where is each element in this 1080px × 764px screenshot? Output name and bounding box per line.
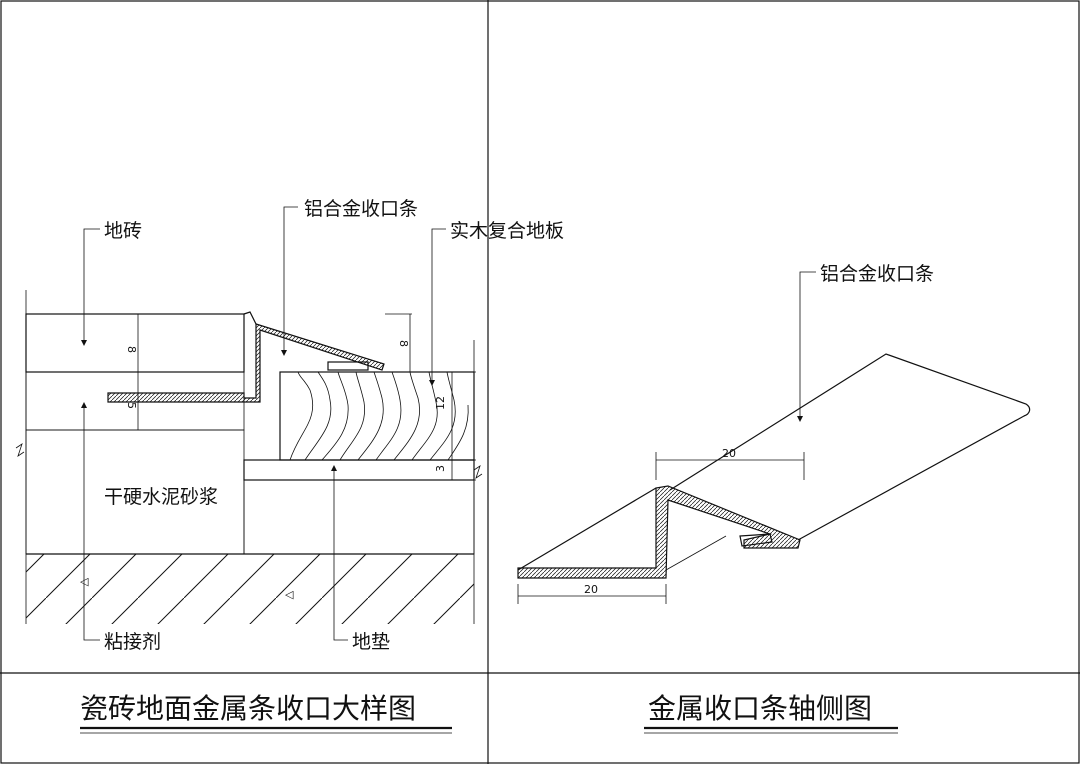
label-underlay: 地垫 <box>352 631 390 653</box>
dim-tile: 8 <box>125 346 138 353</box>
label-trim: 铝合金收口条 <box>304 198 418 220</box>
dim-top-width: 20 <box>722 447 736 460</box>
mortar-bed-right <box>243 479 475 555</box>
right-title: 金属收口条轴侧图 <box>648 692 872 725</box>
trim-clip <box>327 361 369 371</box>
break-line-right <box>473 465 483 479</box>
leader-lines <box>83 206 446 641</box>
axo-dimension-lines <box>517 452 805 604</box>
axonometric-view: 20 20 铝合金收口条 <box>517 263 1031 604</box>
label-mortar: 干硬水泥砂浆 <box>104 486 218 508</box>
wood-grain <box>289 371 469 461</box>
floor-tile <box>25 313 245 373</box>
trim-profile-section <box>517 485 801 579</box>
dim-trim-height: 8 <box>397 340 410 347</box>
aluminium-trim-section <box>107 323 385 403</box>
left-title: 瓷砖地面金属条收口大样图 <box>80 692 416 725</box>
dimension-lines <box>137 313 476 481</box>
trim-top-edge <box>243 311 257 325</box>
axo-leader <box>799 271 816 420</box>
dim-adhesive: 5 <box>125 402 138 409</box>
leader-arrows <box>81 340 435 471</box>
section-detail: ◁ ◁ <box>15 198 564 653</box>
trim-base-edge <box>517 487 657 571</box>
label-tile: 地砖 <box>104 220 142 242</box>
slab-marker: ◁ <box>285 588 294 601</box>
trim-top-face <box>669 353 1031 541</box>
wood-floor-board <box>279 371 475 461</box>
label-axo-trim: 铝合金收口条 <box>820 263 934 285</box>
slab-marker: ◁ <box>80 575 89 588</box>
structural-slab <box>26 554 474 624</box>
label-wood-floor: 实木复合地板 <box>450 220 564 242</box>
dim-bottom-width: 20 <box>584 583 598 596</box>
label-adhesive: 粘接剂 <box>104 631 161 653</box>
break-line-left <box>15 443 25 457</box>
dim-underlay: 3 <box>434 465 447 472</box>
dim-wood: 12 <box>434 396 447 410</box>
